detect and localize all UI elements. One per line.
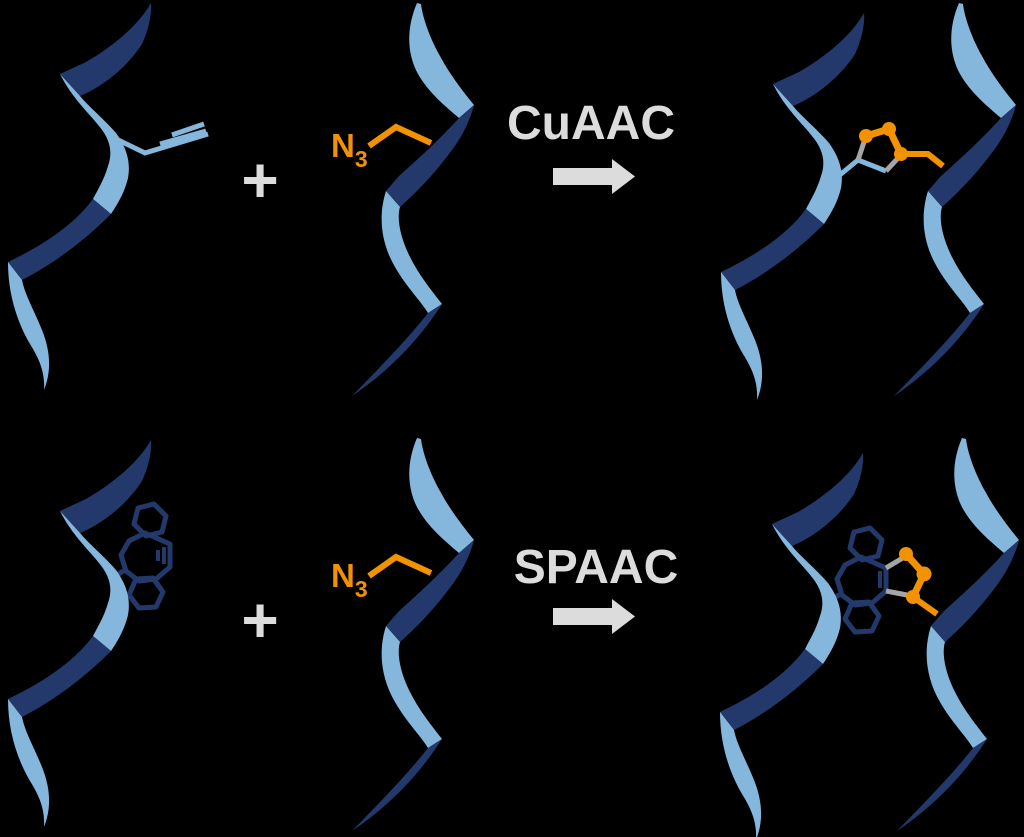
triazole-ring: [825, 122, 945, 178]
dna-strand-alkyne: [8, 3, 152, 390]
reaction-arrow: [553, 599, 635, 634]
nitrogen-atom: [916, 566, 932, 582]
nitrogen-atom: [899, 547, 913, 561]
azide-bond: [367, 553, 433, 579]
nitrogen-atom: [894, 147, 908, 161]
plus-sign: +: [241, 584, 278, 656]
alkyne-triple-bond-line: [159, 128, 207, 147]
c-n-bond: [885, 588, 908, 598]
dna-strand-azide: [352, 438, 474, 831]
azide-label: N3: [331, 557, 368, 602]
reaction-arrow: [553, 159, 635, 194]
dna-strand-product-right: [897, 438, 1019, 831]
dna-strand-dbco: [8, 440, 152, 827]
reaction-label-cuaac: CuAAC: [507, 97, 675, 150]
linker-to-strand: [901, 151, 945, 169]
row-cuaac: + N3 CuAAC: [8, 3, 1016, 400]
product-cuaac: [721, 3, 1016, 400]
azide-label: N3: [331, 127, 368, 172]
product-spaac: [720, 438, 1019, 837]
alkyne-group: [108, 121, 209, 156]
nitrogen-atom: [882, 122, 896, 136]
alkyne-bond: [108, 131, 209, 156]
row-spaac: + N3 SPAAC: [8, 438, 1019, 837]
fused-triazole-ring: [884, 547, 939, 617]
alkyne-triple-bond-line: [171, 121, 205, 138]
dna-strand-product-left: [720, 453, 864, 837]
nitrogen-atom: [859, 129, 873, 143]
dna-strand-product-left: [721, 13, 865, 400]
nitrogen-atom: [906, 590, 920, 604]
reaction-label-spaac: SPAAC: [514, 541, 678, 594]
plus-sign: +: [241, 144, 278, 216]
dna-strand-azide: [352, 3, 474, 396]
dna-strand-product-right: [894, 3, 1016, 396]
azide-bond: [367, 123, 433, 149]
